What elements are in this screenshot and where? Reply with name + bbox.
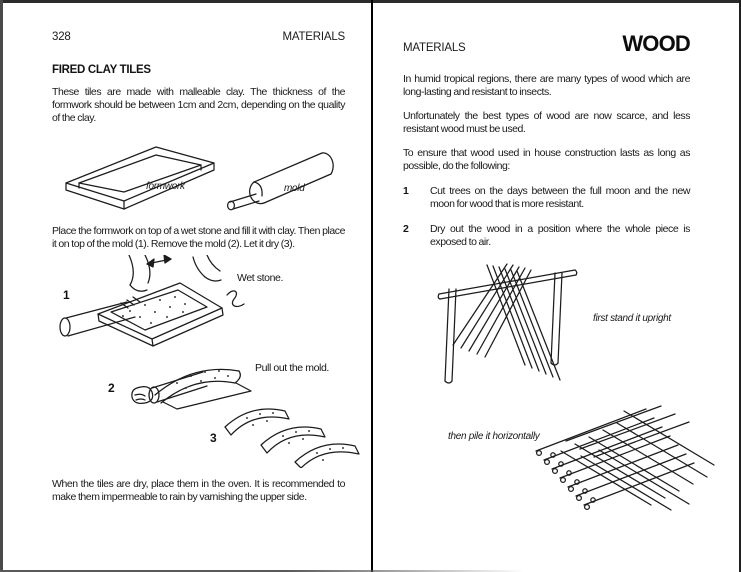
left-running-header: MATERIALS: [282, 31, 345, 43]
paragraph-oven: When the tiles are dry, place them in th…: [52, 478, 345, 503]
paragraph-intro: These tiles are made with malleable clay…: [52, 86, 345, 124]
list-item-cut-trees: 1 Cut trees on the days between the full…: [403, 185, 690, 211]
formwork-label: formwork: [146, 181, 185, 192]
list-text-1: Cut trees on the days between the full m…: [430, 185, 690, 210]
figure-wood-piled-horizontally: then pile it horizontally: [403, 393, 715, 525]
section-title-fired-clay-tiles: FIRED CLAY TILES: [52, 64, 151, 76]
pull-out-mold-caption: Pull out the mold.: [255, 362, 329, 374]
paragraph-instructions: Place the formwork on top of a wet stone…: [52, 225, 345, 250]
page-left: 328 MATERIALS FIRED CLAY TILES These til…: [3, 3, 371, 569]
figure-formwork-and-mold: formwork mold: [58, 141, 358, 215]
tile-steps-illustration: [59, 255, 360, 468]
stand-upright-label: first stand it upright: [593, 313, 671, 324]
paragraph-scarce-wood: Unfortunately the best types of wood are…: [403, 110, 690, 135]
right-running-header: MATERIALS: [403, 42, 466, 54]
paragraph-ensure: To ensure that wood used in house constr…: [403, 147, 690, 172]
chapter-title-wood: WOOD: [622, 31, 690, 56]
list-number-1: 1: [403, 185, 409, 197]
step-1-number: 1: [63, 288, 70, 302]
list-number-2: 2: [403, 223, 409, 235]
paragraph-humid-regions: In humid tropical regions, there are man…: [403, 73, 690, 98]
left-running-header-row: 328 MATERIALS: [52, 31, 345, 43]
wood-pile-illustration: [535, 405, 715, 511]
figure-tile-making-steps: 1 Wet stone. 2 Pull out the mold. 3: [55, 255, 360, 468]
list-item-dry-wood: 2 Dry out the wood in a position where t…: [403, 223, 690, 249]
scan-border-left: [0, 0, 3, 572]
page-number: 328: [52, 31, 71, 43]
drying-rack-illustration: [437, 263, 578, 384]
page-right: MATERIALS WOOD In humid tropical regions…: [373, 3, 739, 569]
mold-label: mold: [284, 183, 305, 194]
list-text-2: Dry out the wood in a position where the…: [430, 223, 690, 248]
formwork-mold-illustration: [65, 146, 334, 211]
page-gutter-divider: [371, 0, 373, 572]
scan-border-top: [0, 0, 741, 3]
scan-border-bottom: [0, 570, 525, 572]
figure-wood-standing-upright: first stand it upright: [403, 261, 690, 393]
scan-border-right: [739, 0, 741, 572]
wet-stone-caption: Wet stone.: [237, 272, 283, 284]
step-3-number: 3: [210, 431, 217, 445]
right-running-header-row: MATERIALS WOOD: [403, 31, 691, 57]
step-2-number: 2: [108, 381, 115, 395]
pile-horizontally-label: then pile it horizontally: [448, 431, 540, 442]
